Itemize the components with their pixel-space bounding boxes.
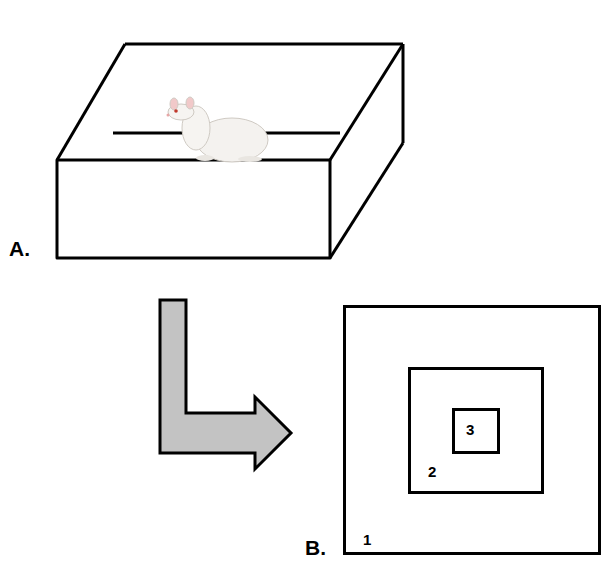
- panel-letter: A.: [9, 238, 30, 259]
- center-zone: 3: [452, 408, 500, 454]
- outer-zone: 123: [343, 305, 601, 555]
- flow-arrow: [160, 300, 291, 469]
- middle-zone: 23: [408, 367, 544, 494]
- zone-number: 1: [363, 532, 371, 547]
- rat: [167, 97, 269, 162]
- zone-number: 2: [428, 464, 436, 479]
- zone-number: 3: [466, 422, 474, 437]
- panel-letter: B.: [305, 537, 326, 558]
